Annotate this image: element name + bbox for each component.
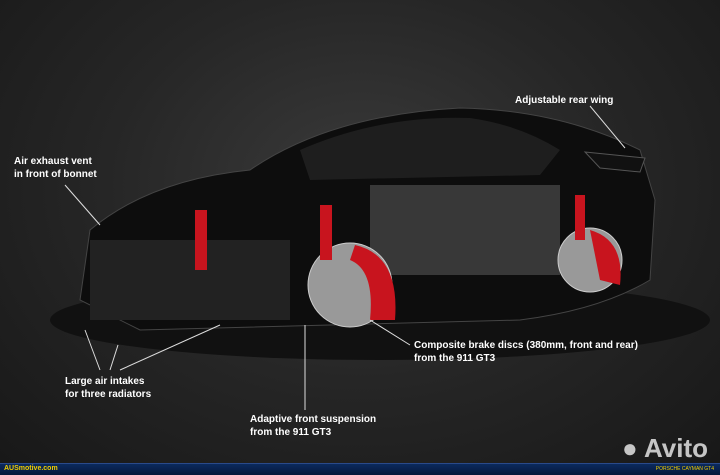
rear-wing — [583, 151, 646, 173]
front-brake-caliper — [350, 245, 396, 320]
rear-brake-caliper — [590, 230, 621, 285]
rear-spring — [575, 195, 585, 240]
label-intake-1: Large air intakes — [65, 376, 145, 387]
label-rear-wing: Adjustable rear wing — [515, 95, 614, 106]
avito-watermark: ● Avito — [621, 433, 708, 463]
label-susp-1: Adaptive front suspension — [250, 414, 377, 425]
label-vent-2: in front of bonnet — [14, 169, 97, 180]
windows — [300, 117, 560, 180]
front-spring-2 — [195, 210, 207, 270]
footer-site-link[interactable]: AUSmotive.com — [4, 465, 58, 472]
footer-bar: AUSmotive.com PORSCHE CAYMAN GT4 — [0, 463, 720, 475]
label-intake-2: for three radiators — [65, 389, 152, 400]
label-vent-1: Air exhaust vent — [14, 156, 92, 167]
label-susp-2: from the 911 GT3 — [250, 427, 332, 438]
footer-model: PORSCHE CAYMAN GT4 — [655, 466, 714, 472]
leader-lines — [64, 105, 626, 410]
front-spring — [320, 205, 332, 260]
watermark-text: Avito — [643, 433, 708, 463]
label-brake-1: Composite brake discs (380mm, front and … — [414, 340, 638, 351]
car-illustration — [50, 105, 710, 410]
engine — [370, 185, 560, 275]
radiators — [90, 240, 290, 320]
car-cutaway-image: Adjustable rear wing Air exhaust vent in… — [0, 0, 720, 463]
label-brake-2: from the 911 GT3 — [414, 353, 496, 364]
